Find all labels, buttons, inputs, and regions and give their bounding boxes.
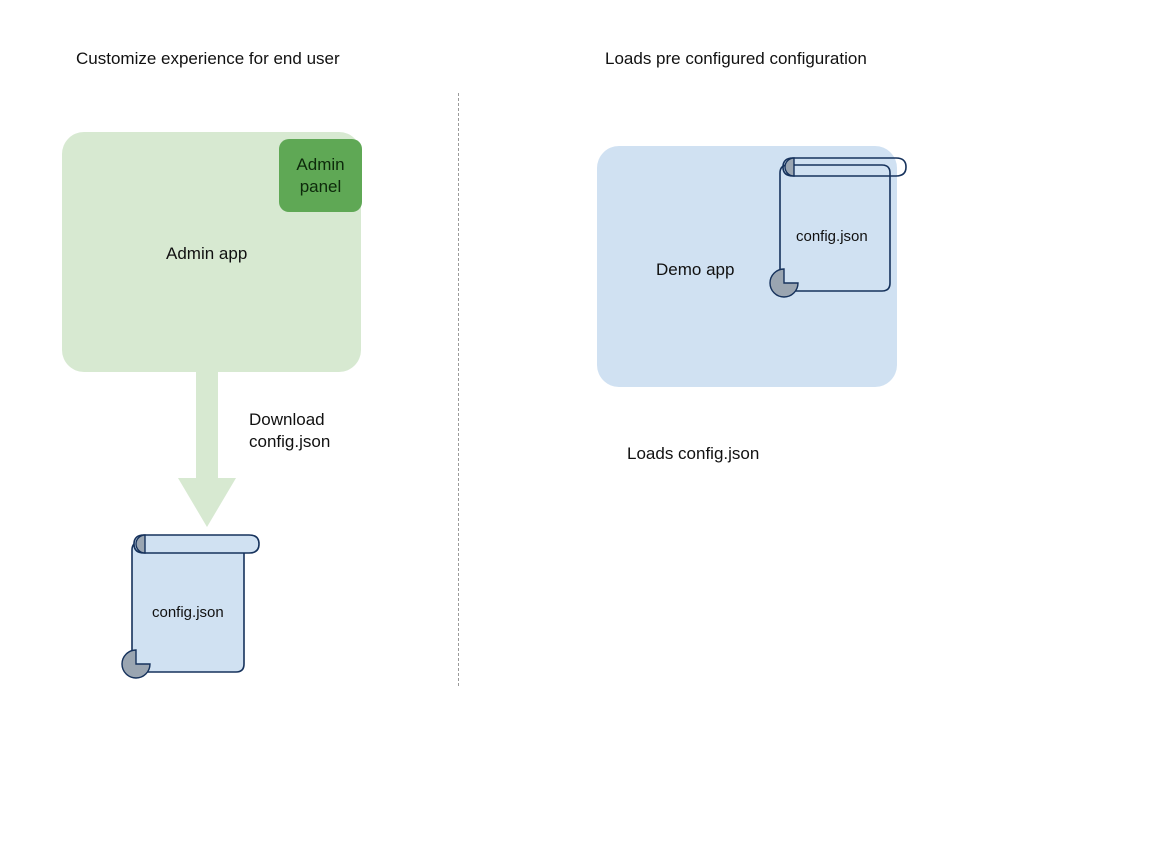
demo-app-label: Demo app (656, 260, 735, 279)
right-panel-title: Loads pre configured configuration (605, 49, 867, 68)
demo-app-box[interactable] (597, 146, 897, 387)
config-json-label-right: config.json (796, 228, 868, 245)
vertical-dotted-divider (458, 93, 459, 686)
config-json-document-left[interactable] (118, 528, 266, 690)
left-panel-title: Customize experience for end user (76, 49, 340, 68)
download-arrow-icon (178, 370, 236, 527)
admin-panel-chip[interactable]: Admin panel (279, 139, 362, 212)
download-arrow-label: Download config.json (249, 410, 331, 451)
admin-panel-label: Admin panel (296, 154, 345, 196)
loads-config-caption: Loads config.json (627, 444, 760, 463)
config-json-label-left: config.json (152, 604, 224, 621)
admin-app-label: Admin app (166, 244, 248, 263)
config-json-document-right[interactable] (768, 152, 913, 308)
